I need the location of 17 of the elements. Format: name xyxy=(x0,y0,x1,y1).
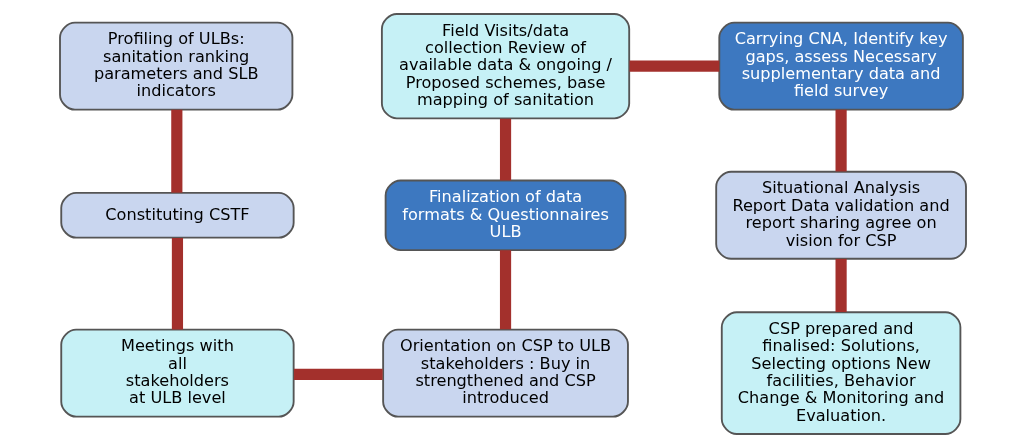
connector xyxy=(835,258,847,312)
node-box: Situational Analysis Report Data validation and report sharing agree on vision for CSP xyxy=(714,170,967,260)
connector xyxy=(170,109,182,193)
node-box: Finalization of data formats & Questionnaires ULB xyxy=(384,179,626,251)
node-box: CSP prepared and finalised: Solutions, Selecting options New facilities, Behavior Change & Monitoring and Evaluation. xyxy=(720,310,961,435)
node-box: Carrying CNA, Identify key gaps, assess Necessary supplementary data and field survey xyxy=(717,21,964,111)
node-box: Orientation on CSP to ULB stakeholders : Buy in strengthened and CSP introduced xyxy=(381,328,629,418)
connector xyxy=(835,109,847,171)
connector xyxy=(171,237,183,329)
node-box: Field Visits/data collection Review of available data & ongoing / Proposed schemes, base mapping of sanitation xyxy=(380,12,630,119)
connector xyxy=(499,249,511,329)
connector xyxy=(629,60,719,72)
connector xyxy=(293,368,383,380)
node-box: Constituting CSTF xyxy=(59,191,295,239)
connector xyxy=(499,118,511,180)
node-box: Profiling of ULBs: sanitation ranking parameters and SLB indicators xyxy=(58,21,293,111)
node-box: Meetings with all stakeholders at ULB level xyxy=(59,328,295,418)
